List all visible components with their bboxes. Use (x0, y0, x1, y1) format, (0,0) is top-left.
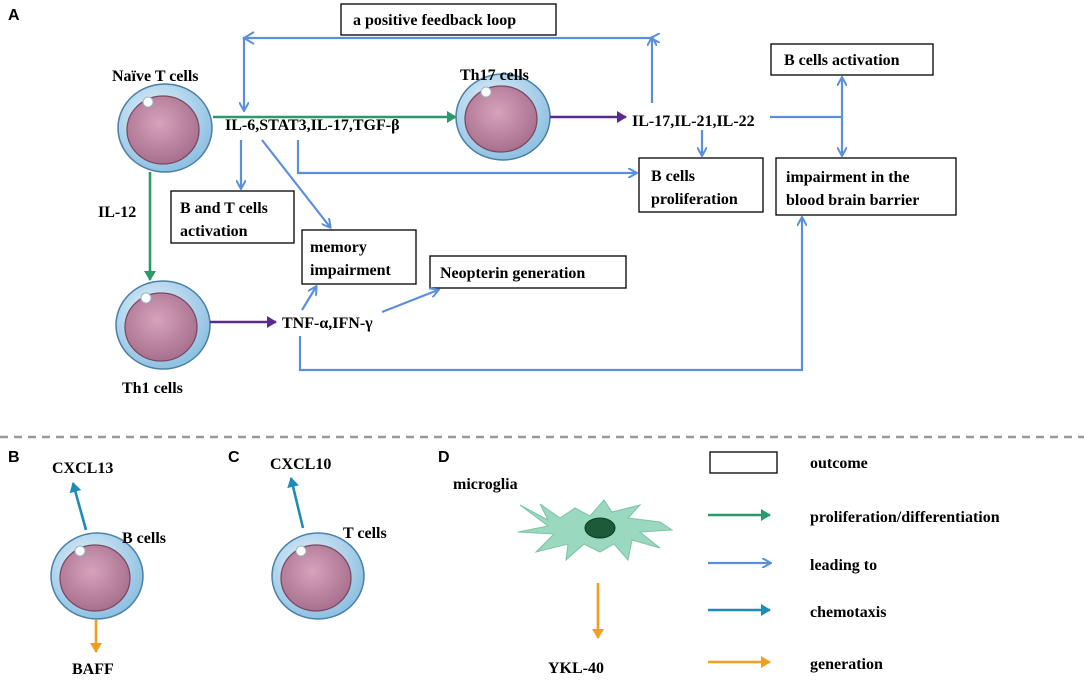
th1-cells-label: Th1 cells (122, 380, 183, 397)
naive-t-cells-label: Naïve T cells (112, 68, 199, 85)
memory-impairment-box: memory impairment (301, 229, 417, 285)
cytokines-label: IL-6,STAT3,IL-17,TGF-β (225, 117, 400, 134)
b-cell (50, 532, 144, 620)
panel-label-c: C (228, 449, 240, 466)
b-t-cells-activation-box: B and T cells activation (170, 190, 295, 244)
legend-outcome-label: outcome (810, 455, 868, 472)
il12-label: IL-12 (98, 204, 136, 221)
svg-text:impairment in the: impairment in the (786, 169, 910, 186)
cxcl10-label: CXCL10 (270, 456, 331, 473)
svg-text:a positive feedback loop: a positive feedback loop (353, 12, 516, 29)
svg-text:B cells: B cells (651, 168, 695, 185)
t-cells-label: T cells (343, 525, 387, 542)
svg-text:activation: activation (180, 223, 248, 240)
svg-text:Neopterin generation: Neopterin generation (440, 265, 585, 282)
arrow-b-cell-chemotaxis (69, 482, 88, 531)
b-cells-label: B cells (122, 530, 166, 547)
panel-label-d: D (438, 449, 450, 466)
feedback-left-arrowhead (242, 31, 255, 45)
b-cells-proliferation-box: B cells proliferation (638, 157, 764, 213)
svg-text:proliferation: proliferation (651, 191, 738, 208)
legend-generation-label: generation (810, 656, 883, 673)
svg-text:memory: memory (310, 239, 367, 256)
th1-cell (115, 280, 211, 370)
cxcl13-label: CXCL13 (52, 460, 113, 477)
svg-text:impairment: impairment (310, 262, 392, 279)
blood-brain-barrier-box: impairment in the blood brain barrier (775, 157, 957, 216)
svg-text:B and T cells: B and T cells (180, 200, 268, 217)
legend: outcome proliferation/differentiation le… (708, 451, 1000, 673)
ykl40-label: YKL-40 (548, 660, 604, 677)
naive-t-cell (117, 83, 213, 173)
b-cells-activation-box: B cells activation (770, 43, 934, 76)
t-cell (271, 532, 365, 620)
legend-chemotaxis-label: chemotaxis (810, 604, 886, 621)
th17-cells-label: Th17 cells (460, 67, 529, 84)
th1-products-label: TNF-α,IFN-γ (282, 315, 373, 332)
arrow-cytokines-to-memory (261, 139, 330, 227)
arrow-cytokines-to-b-proliferation (296, 140, 636, 173)
arrow-feedback-to-cytokines (244, 36, 652, 110)
legend-proliferation-label: proliferation/differentiation (810, 509, 1000, 526)
arrow-th1-products-to-memory (301, 287, 316, 311)
svg-text:blood brain barrier: blood brain barrier (786, 192, 919, 209)
legend-outcome-swatch (709, 451, 778, 474)
th17-cell (455, 73, 551, 161)
arrow-t-cell-chemotaxis (287, 477, 305, 529)
microglia-label: microglia (453, 476, 518, 493)
panel-label-a: A (8, 7, 20, 24)
microglia-cell (517, 499, 674, 562)
baff-label: BAFF (72, 661, 114, 678)
svg-text:B cells activation: B cells activation (784, 52, 900, 69)
arrow-th1-products-to-neopterin (381, 290, 438, 314)
arrow-th1-products-to-bbb (298, 218, 802, 372)
th17-products-label: IL-17,IL-21,IL-22 (632, 113, 755, 130)
feedback-loop-box: a positive feedback loop (340, 3, 557, 36)
neopterin-generation-box: Neopterin generation (429, 255, 627, 289)
panel-label-b: B (8, 449, 20, 466)
legend-leading-to-label: leading to (810, 557, 877, 574)
